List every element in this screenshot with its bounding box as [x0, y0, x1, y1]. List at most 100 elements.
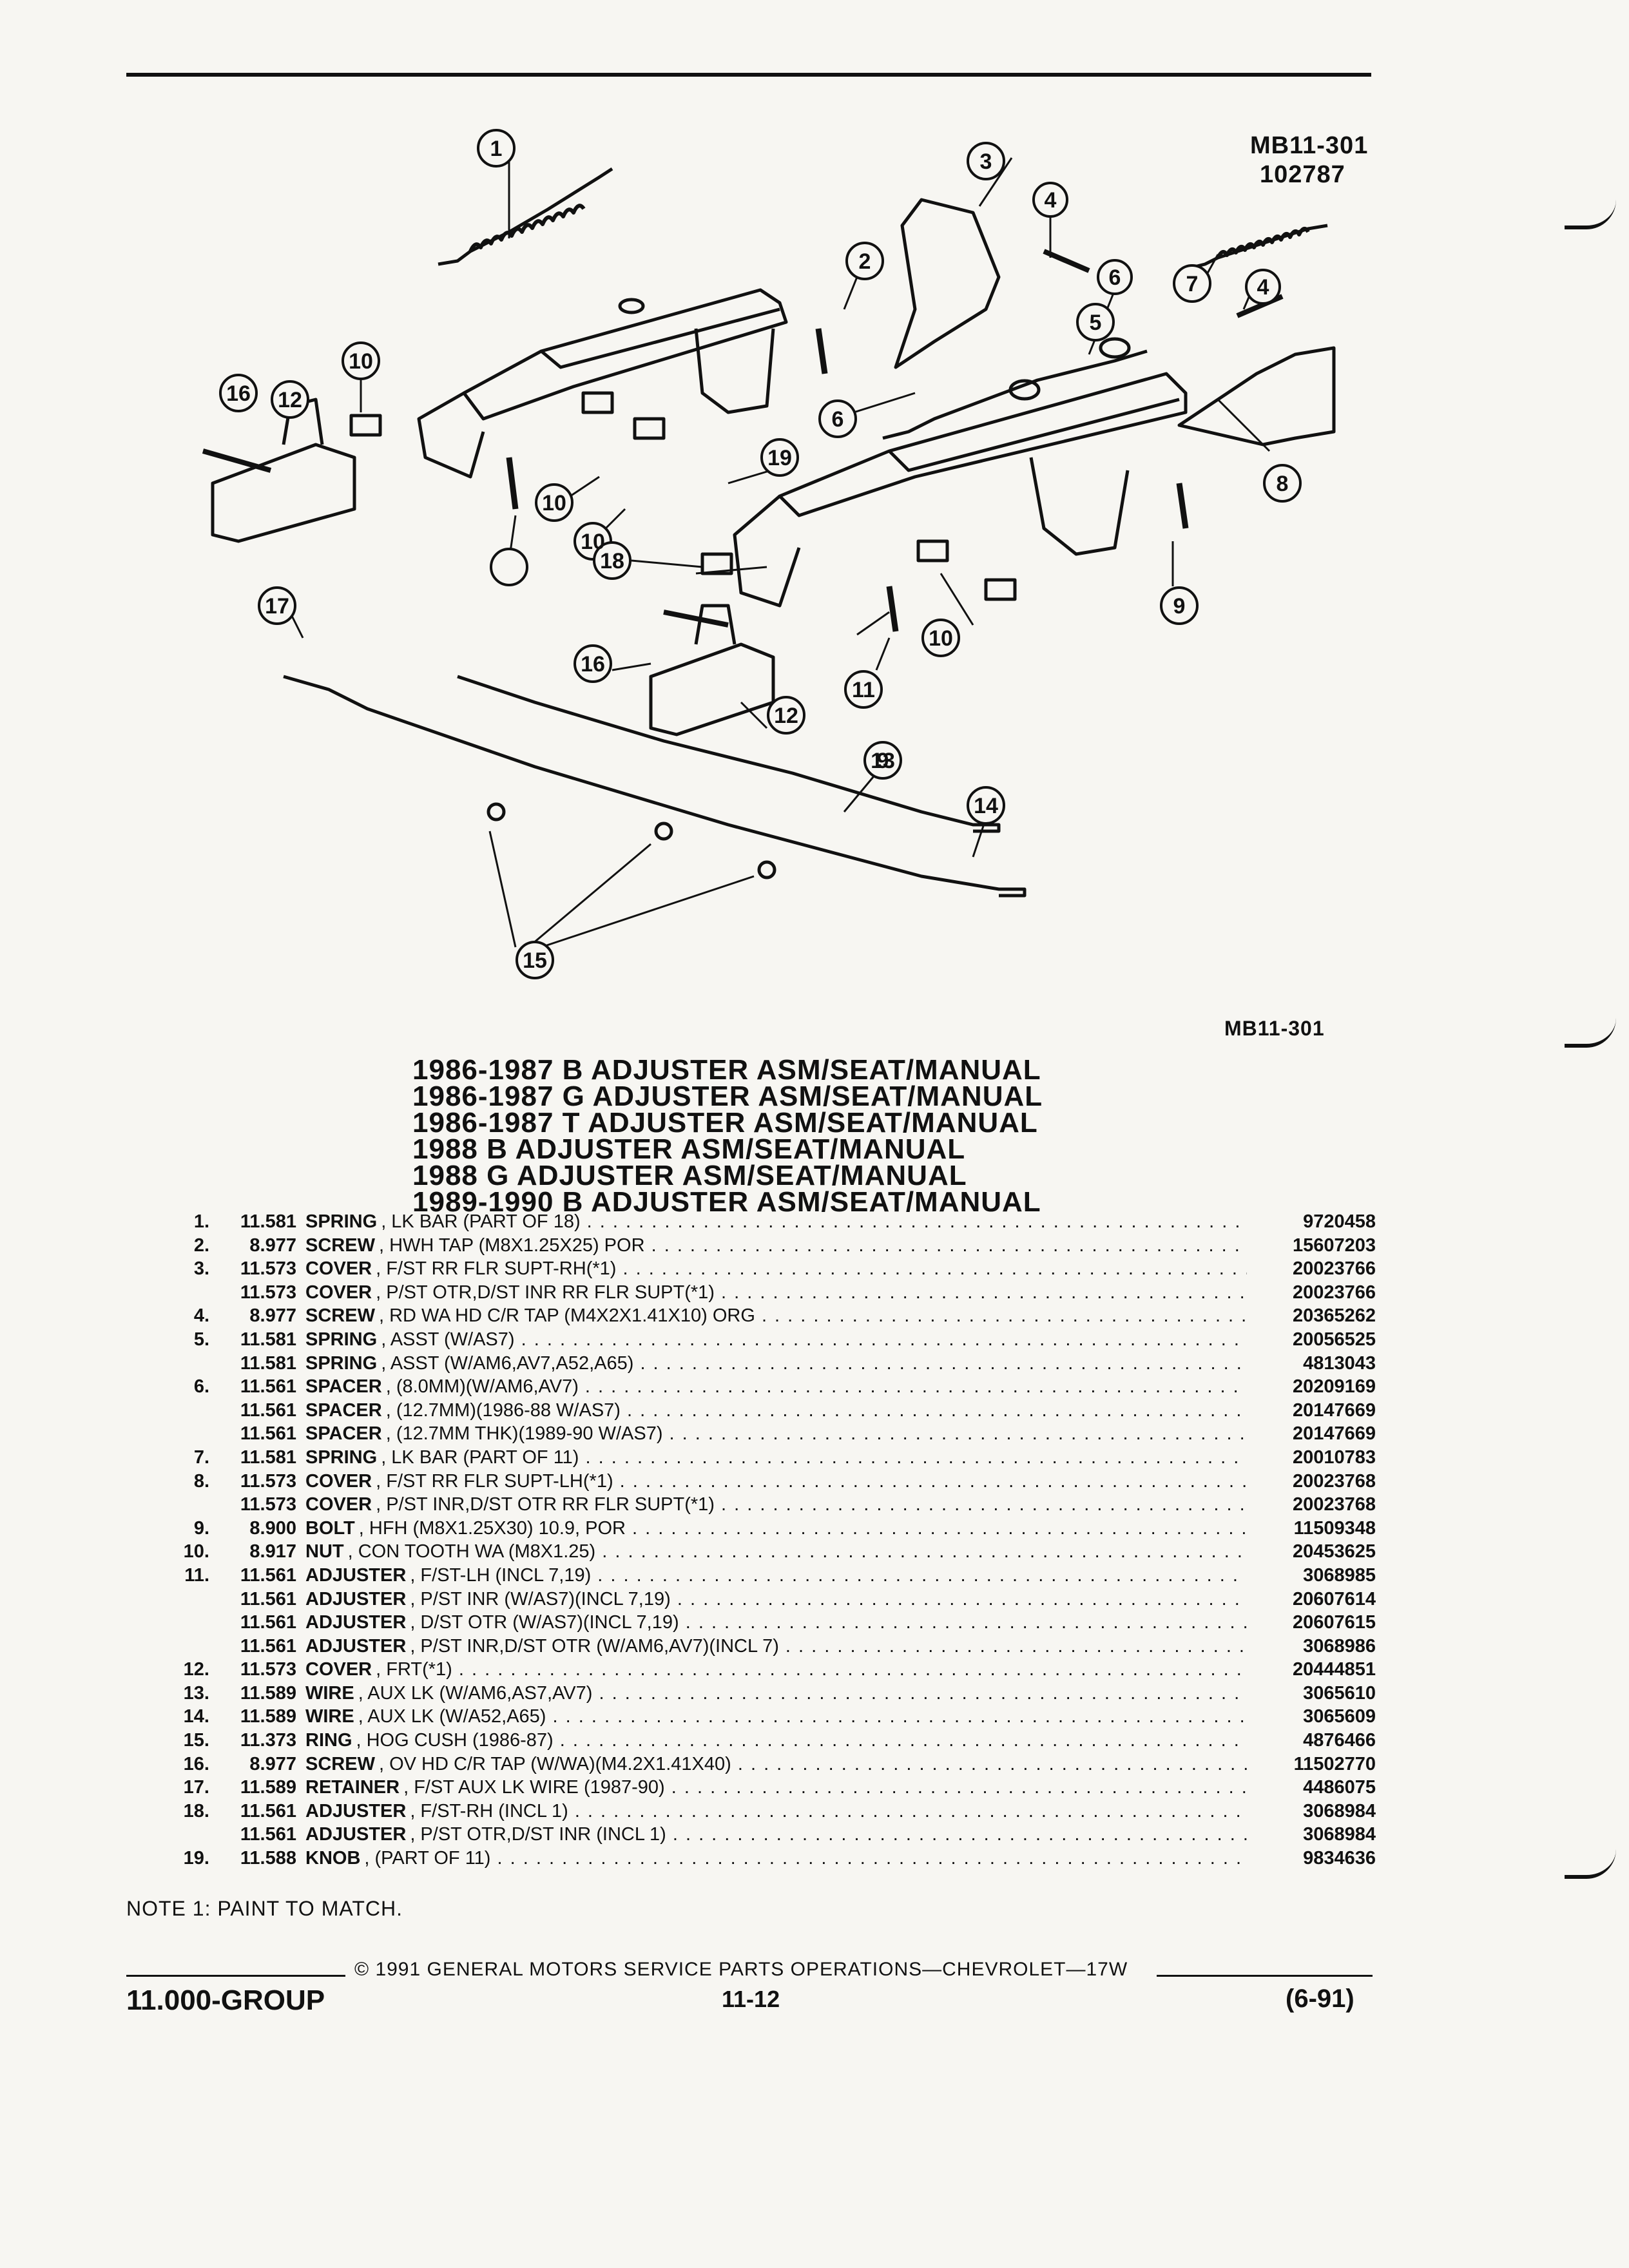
- callout-11: 11: [852, 678, 875, 702]
- part-number: 9834636: [1303, 1848, 1376, 1869]
- part-description: , P/ST OTR,D/ST INR RR FLR SUPT(*1): [376, 1282, 1247, 1303]
- part-name: WIRE: [305, 1682, 354, 1704]
- part-number: 20023766: [1292, 1258, 1376, 1280]
- part-number: 20453625: [1292, 1541, 1376, 1562]
- part-number: 3068985: [1303, 1564, 1376, 1586]
- part-number: 20147669: [1292, 1423, 1376, 1445]
- part-description: , HOG CUSH (1986-87): [356, 1730, 1248, 1751]
- assembly-title: 1988 B ADJUSTER ASM/SEAT/MANUAL: [412, 1133, 966, 1165]
- part-number: 20010783: [1292, 1446, 1376, 1468]
- part-ref: 16.: [183, 1753, 209, 1774]
- part-number: 3068984: [1303, 1800, 1376, 1821]
- part-catalog-code: 11.581: [240, 1446, 296, 1468]
- part-ref: 8.: [193, 1470, 209, 1492]
- binder-mark: [1565, 1849, 1616, 1879]
- fasteners-drawing: [202, 249, 1284, 632]
- part-catalog-code: 8.917: [249, 1541, 296, 1562]
- part-number: 3065609: [1303, 1706, 1376, 1727]
- part-catalog-code: 11.573: [240, 1659, 296, 1680]
- part-catalog-code: 11.573: [240, 1258, 296, 1280]
- part-ref: 12.: [183, 1659, 209, 1680]
- part-catalog-code: 8.900: [249, 1517, 296, 1539]
- part-catalog-code: 8.977: [249, 1305, 296, 1327]
- part-name: WIRE: [305, 1706, 354, 1727]
- part-number: 3065610: [1303, 1682, 1376, 1704]
- part-name: NUT: [305, 1541, 344, 1562]
- part-catalog-code: 11.573: [240, 1282, 296, 1303]
- part-description: , HWH TAP (M8X1.25X25) POR: [379, 1235, 1247, 1256]
- part-number: 20607615: [1292, 1612, 1376, 1633]
- part-catalog-code: 11.561: [240, 1588, 296, 1610]
- callout-19: 19: [767, 446, 792, 470]
- part-name: RETAINER: [305, 1777, 400, 1798]
- part-ref: 1.: [193, 1211, 209, 1232]
- part-description: , P/ST INR,D/ST OTR (W/AM6,AV7)(INCL 7): [410, 1636, 1247, 1657]
- part-name: SPRING: [305, 1352, 378, 1374]
- part-number: 4486075: [1303, 1777, 1376, 1798]
- exploded-parts-diagram: 1 2 3 4 4 5 6 6 7 8 9 9 10 10 10 10 11 1…: [84, 97, 1540, 999]
- part-number: 20365262: [1292, 1305, 1376, 1327]
- top-rule: [126, 73, 1371, 77]
- part-ref: 3.: [193, 1258, 209, 1280]
- part-name: COVER: [305, 1659, 372, 1680]
- part-ref: 4.: [193, 1305, 209, 1327]
- part-ref: 9.: [193, 1517, 209, 1539]
- part-name: SPRING: [305, 1211, 378, 1232]
- callout-10d: 10: [929, 626, 953, 651]
- part-catalog-code: 11.561: [240, 1824, 296, 1845]
- part-description: , ASST (W/AM6,AV7,A52,A65): [381, 1353, 1247, 1374]
- assembly-titles: 1986-1987 B ADJUSTER ASM/SEAT/MANUAL 198…: [412, 1056, 1121, 1216]
- part-description: , AUX LK (W/AM6,AS7,AV7): [358, 1683, 1247, 1704]
- callout-9: 9: [1173, 594, 1186, 619]
- part-name: COVER: [305, 1282, 372, 1303]
- binder-mark: [1565, 200, 1616, 229]
- part-description: , CON TOOTH WA (M8X1.25): [348, 1541, 1247, 1562]
- callout-2: 2: [859, 249, 871, 274]
- drawing-id-top: MB11-301: [1250, 132, 1369, 159]
- callout-4b: 4: [1257, 275, 1269, 300]
- part-catalog-code: 11.561: [240, 1635, 296, 1657]
- part-ref: 19.: [183, 1848, 209, 1869]
- spring-1-drawing: [438, 167, 613, 266]
- part-ref: 2.: [193, 1235, 209, 1256]
- part-ref: 6.: [193, 1376, 209, 1398]
- part-description: , F/ST AUX LK WIRE (1987-90): [403, 1777, 1247, 1798]
- part-name: SCREW: [305, 1305, 375, 1327]
- callout-18: 18: [600, 549, 624, 573]
- part-description: , (8.0MM)(W/AM6,AV7): [386, 1376, 1247, 1398]
- cover-3-drawing: [894, 198, 1001, 369]
- part-description: , P/ST INR (W/AS7)(INCL 7,19): [410, 1589, 1247, 1610]
- part-name: SPACER: [305, 1376, 382, 1398]
- part-number: 20023768: [1292, 1470, 1376, 1492]
- part-ref: 10.: [183, 1541, 209, 1562]
- callout-14: 14: [974, 794, 998, 818]
- part-catalog-code: 11.589: [240, 1682, 296, 1704]
- assembly-title: 1986-1987 G ADJUSTER ASM/SEAT/MANUAL: [412, 1081, 1043, 1112]
- callout-5: 5: [1090, 311, 1102, 335]
- part-description: , LK BAR (PART OF 11): [381, 1447, 1247, 1468]
- cover-12-center-drawing: [649, 642, 775, 736]
- part-catalog-code: 11.561: [240, 1612, 296, 1633]
- part-ref: 7.: [193, 1446, 209, 1468]
- part-ref: 18.: [183, 1800, 209, 1821]
- rail-left-drawing: [778, 372, 1188, 517]
- part-number: 20056525: [1292, 1329, 1376, 1350]
- callouts: [219, 129, 1302, 979]
- part-name: SPACER: [305, 1399, 382, 1421]
- part-name: SPRING: [305, 1446, 378, 1468]
